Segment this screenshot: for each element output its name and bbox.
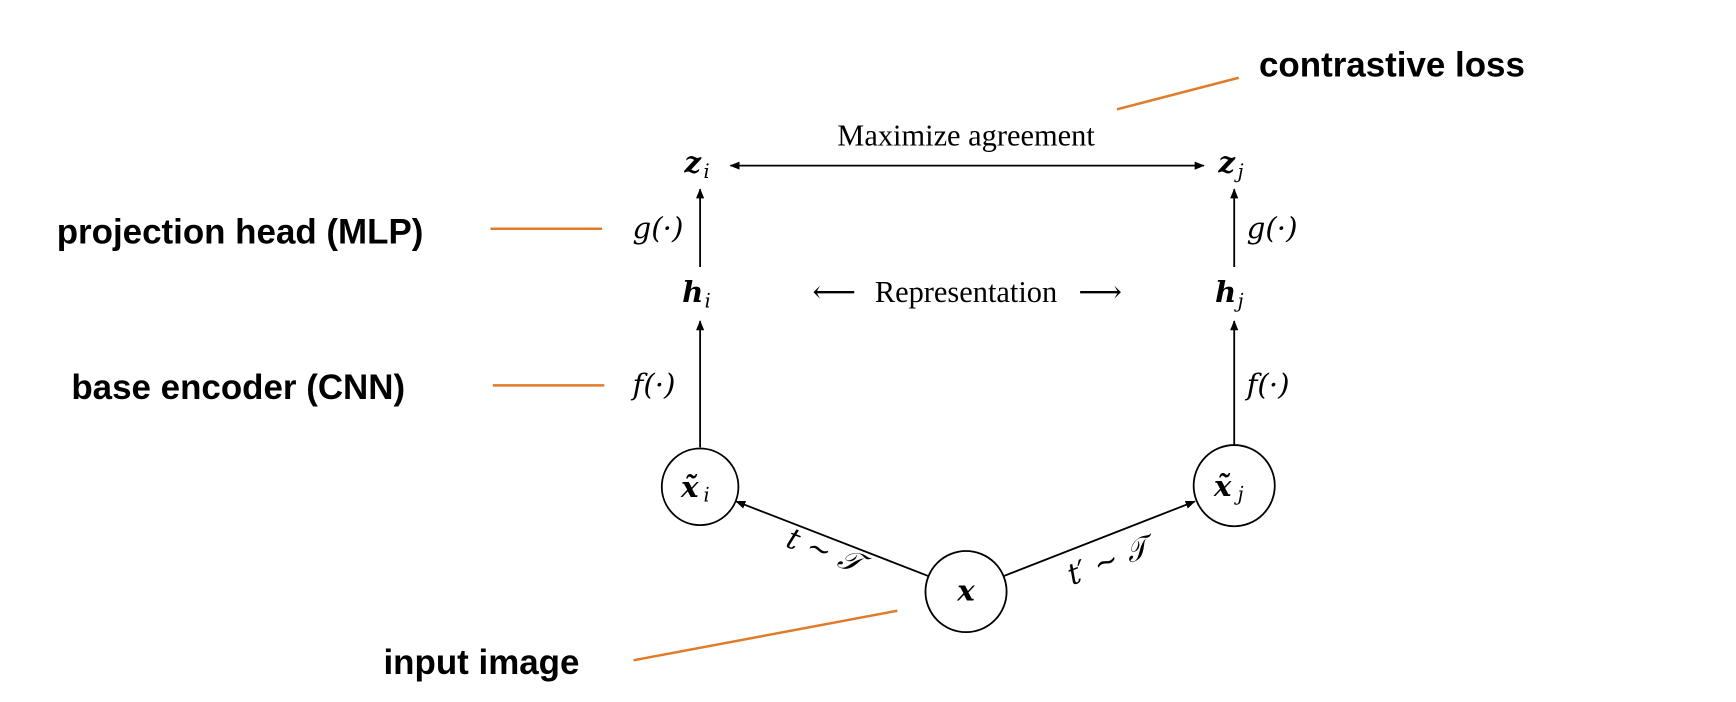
z-j-subscript: j [1234,160,1244,183]
projection-head-label: projection head (MLP) [57,212,424,251]
h-i-symbol: h [682,274,703,309]
right-f-function: f(·) [1245,367,1290,401]
h-j-symbol: h [1215,274,1236,309]
input-image-leader-line [633,609,898,662]
x-tilde-j-node: x̃ j [1192,444,1276,528]
right-augmentation-arrow [1004,500,1196,577]
representation-label-group: ⟵ Representation ⟶ [812,275,1122,309]
x-tilde-j-symbol: x̃ [1213,468,1232,503]
h-i-node: h i [682,274,711,313]
input-x-node: x [924,550,1008,634]
representation-left-arrow: ⟵ [812,275,856,309]
z-i-node: z i [683,144,709,183]
x-tilde-j-subscript: j [1234,482,1244,505]
representation-right-arrow: ⟶ [1078,275,1122,309]
input-x-symbol: x [956,573,975,608]
contrastive-loss-label: contrastive loss [1259,46,1525,85]
left-f-function: f(·) [630,367,675,401]
input-x-circle [924,550,1008,634]
x-tilde-i-symbol: x̃ [680,469,699,504]
maximize-agreement-label: Maximize agreement [837,118,1095,152]
z-i-subscript: i [703,160,709,183]
x-tilde-i-circle [660,447,740,526]
x-tilde-j-circle [1192,444,1276,528]
x-tilde-i-node: x̃ i [660,447,740,526]
x-tilde-i-subscript: i [703,483,709,506]
right-transform-label: t′ ∼ 𝒯 [1063,527,1162,592]
right-g-function: g(·) [1247,211,1298,245]
z-j-node: z j [1217,144,1243,183]
h-j-node: h j [1215,274,1244,313]
h-j-subscript: j [1234,290,1244,313]
base-encoder-label: base encoder (CNN) [71,368,405,407]
left-transform-label: t ∼ 𝒯 [782,521,874,584]
left-g-function: g(·) [632,211,683,245]
z-j-symbol: z [1217,144,1236,179]
contrastive-loss-leader-line [1116,76,1240,111]
z-i-symbol: z [683,144,702,179]
left-augmentation-arrow [735,500,929,577]
h-i-subscript: i [705,290,711,313]
representation-label: Representation [875,275,1057,309]
input-image-label: input image [383,643,579,682]
